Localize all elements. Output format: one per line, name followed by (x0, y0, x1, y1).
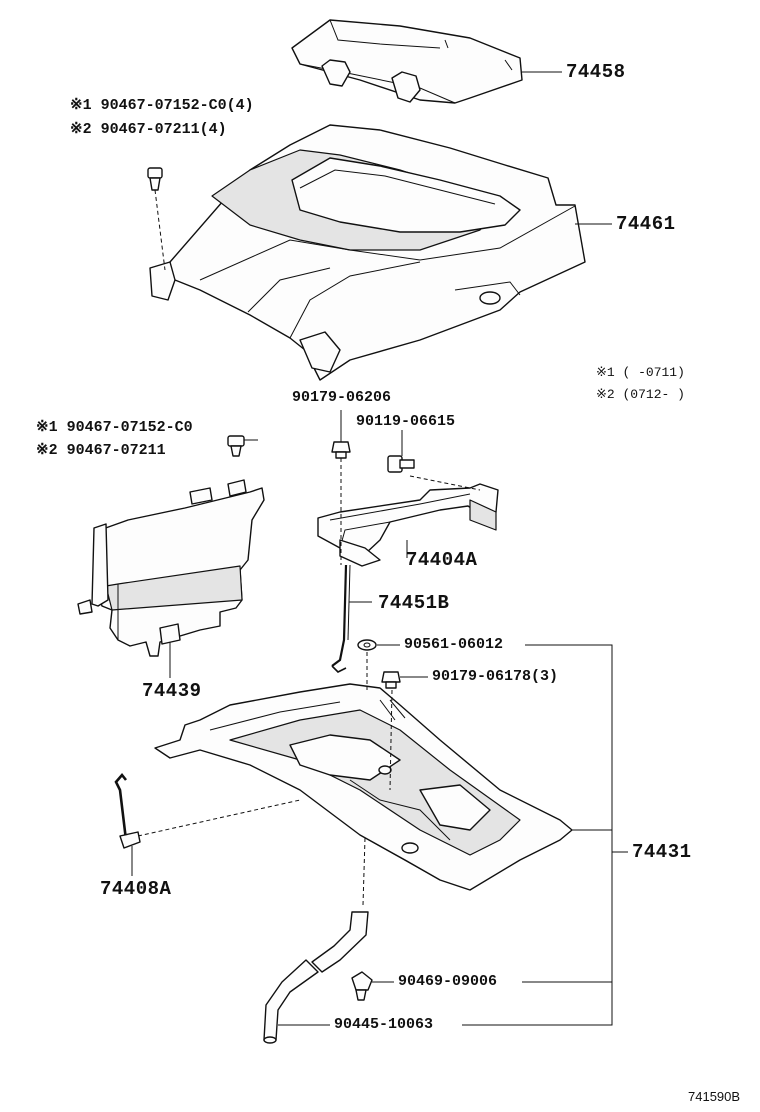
label-74451B: 74451B (378, 592, 450, 614)
part-74439-bracket[interactable] (77, 479, 265, 678)
label-74458: 74458 (566, 61, 626, 83)
figure-id: 741590B (688, 1089, 741, 1104)
label-90561-06012: 90561-06012 (404, 636, 504, 653)
clip-left[interactable] (227, 435, 258, 457)
label-clip-left-1: ※1 90467-07152-C0 (36, 419, 193, 436)
label-74408A: 74408A (100, 878, 172, 900)
part-74461-cover[interactable] (149, 124, 586, 381)
part-74404A-clamp[interactable] (317, 475, 499, 567)
label-clip-top-1: ※1 90467-07152-C0(4) (70, 97, 254, 114)
label-90179-06178: 90179-06178(3) (432, 668, 559, 685)
label-74439: 74439 (142, 680, 202, 702)
part-74431-tray[interactable] (137, 652, 573, 906)
label-90445-10063: 90445-10063 (334, 1016, 434, 1033)
label-74461: 74461 (616, 213, 676, 235)
part-74451B-rod[interactable] (331, 564, 372, 673)
clip-top[interactable] (147, 167, 166, 271)
label-74431: 74431 (632, 841, 692, 863)
part-74408A-hook[interactable] (114, 772, 141, 876)
part-74458-cover[interactable] (291, 19, 523, 104)
nut-90179-06206[interactable] (331, 410, 351, 565)
note-1: ※1 ( -0711) (596, 365, 685, 380)
note-2: ※2 (0712- ) (596, 387, 685, 402)
bolt-90119-06615[interactable] (387, 430, 415, 473)
hose-90445-10063[interactable] (263, 911, 369, 1044)
clip-90469-09006[interactable] (351, 971, 394, 1001)
nut-90179-06178[interactable] (381, 671, 428, 689)
label-clip-left-2: ※2 90467-07211 (36, 442, 166, 459)
washer-90561-06012[interactable] (357, 639, 400, 651)
label-90469-09006: 90469-09006 (398, 973, 498, 990)
label-74404A: 74404A (406, 549, 478, 571)
label-90119-06615: 90119-06615 (356, 413, 456, 430)
bracket-74431 (462, 644, 613, 1026)
label-90179-06206: 90179-06206 (292, 389, 392, 406)
label-clip-top-2: ※2 90467-07211(4) (70, 121, 227, 138)
